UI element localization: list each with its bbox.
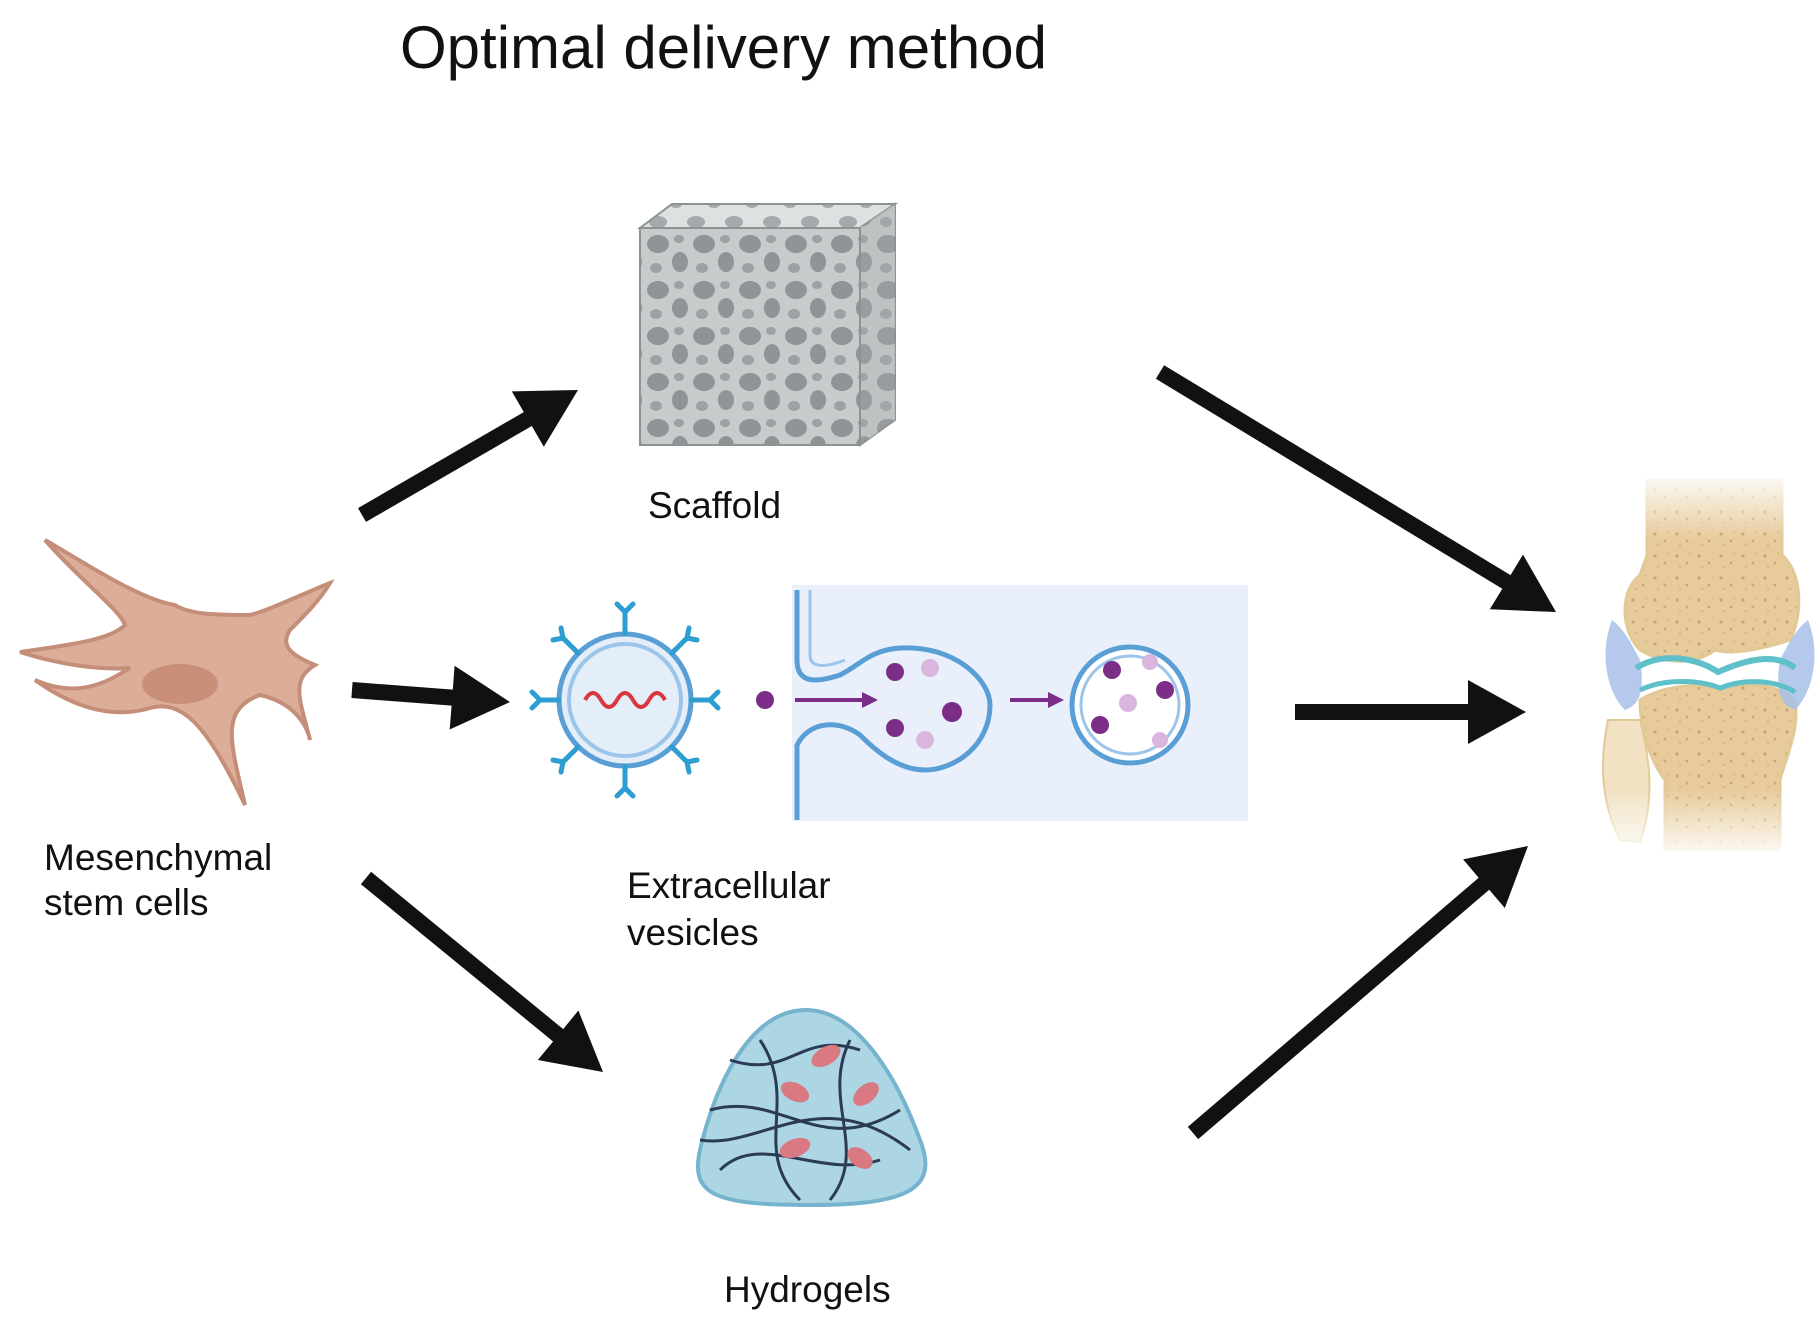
- source-label-line1: Mesenchymal: [44, 837, 272, 878]
- vesicle-release-panel: [756, 585, 1248, 821]
- method-label-hydrogels: Hydrogels: [724, 1269, 891, 1310]
- arrow-vesicles-to-joint: [1295, 680, 1526, 744]
- arrow-hydrogels-to-joint: [1187, 846, 1528, 1140]
- mesenchymal-stem-cell-icon: [19, 538, 335, 806]
- hydrogel-icon: [695, 1007, 928, 1208]
- flow-arrows: [351, 365, 1556, 1140]
- method-label-scaffold: Scaffold: [648, 485, 781, 526]
- source-label-line2: stem cells: [44, 882, 208, 923]
- knee-joint-icon: [1600, 470, 1818, 860]
- page-title: Optimal delivery method: [400, 14, 1047, 81]
- method-label-ev-line1: Extracellular: [627, 865, 831, 906]
- method-label-ev-line2: vesicles: [627, 912, 759, 953]
- extracellular-vesicle-icon: [529, 601, 721, 799]
- arrow-scaffold-to-joint: [1155, 365, 1556, 612]
- arrow-cells-to-hydrogels: [360, 871, 603, 1072]
- arrow-cells-to-vesicles: [351, 665, 510, 730]
- arrow-cells-to-scaffold: [358, 390, 578, 522]
- scaffold-icon: [637, 202, 899, 447]
